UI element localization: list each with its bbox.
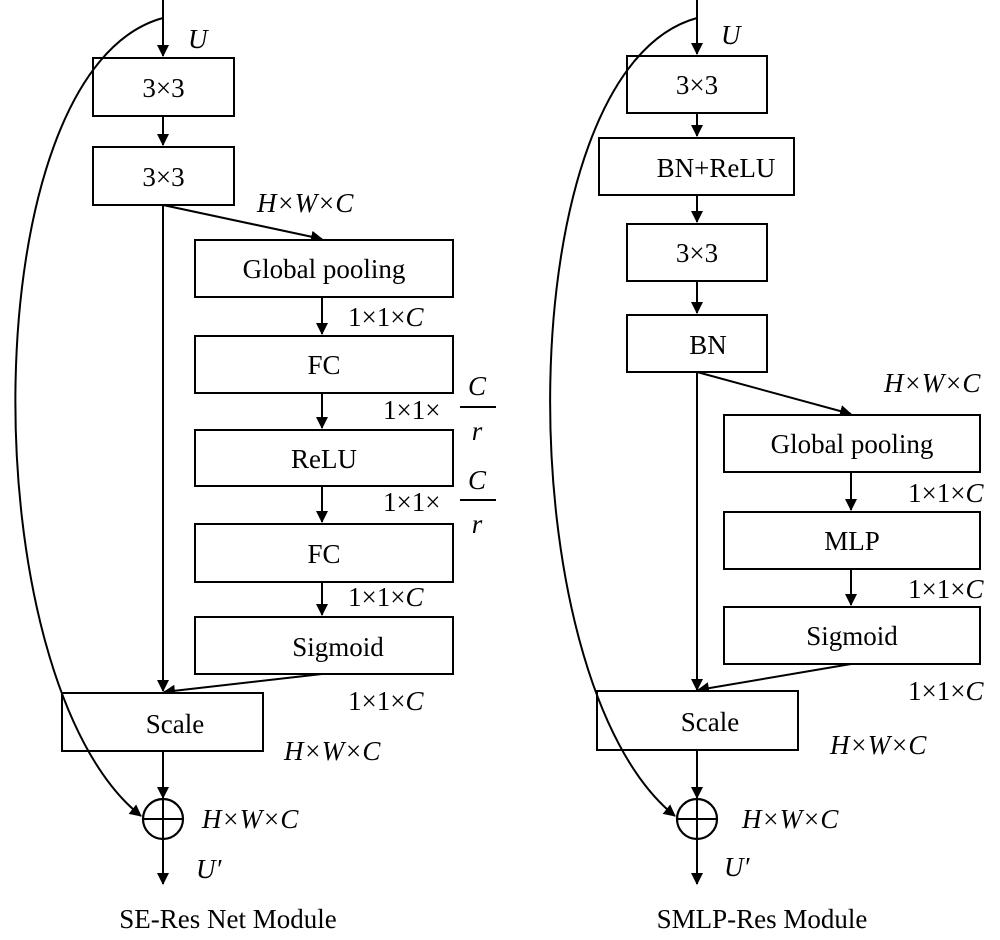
right-conv2-label: 3×3 (676, 238, 718, 268)
right-dim-after-sigmoid-prefix: 1×1× (908, 676, 965, 706)
right-conv2-box (626, 223, 768, 282)
right-pool-box (723, 414, 981, 473)
left-dim-after-scale: H×W×C (283, 736, 381, 766)
left-sigmoid-box (194, 616, 454, 675)
left-dim-after-pool-c: C (405, 302, 424, 332)
right-conv1-label: 3×3 (676, 70, 718, 100)
left-dim-after-pool-prefix: 1×1× (348, 302, 405, 332)
right-mlp-box (723, 511, 981, 570)
left-arrow-sigmoid-scale (163, 673, 323, 697)
left-conv2-label: 3×3 (142, 162, 184, 192)
left-dim-after-relu-den: r (472, 509, 483, 539)
left-conv1-label: 3×3 (142, 73, 184, 103)
left-relu-box (194, 429, 454, 487)
left-dim-after-fc2: 1×1×C (348, 582, 424, 612)
left-dim-after-relu-prefix: 1×1× (383, 487, 440, 517)
right-sigmoid-label: Sigmoid (806, 621, 898, 651)
left-pool-label: Global pooling (243, 254, 406, 284)
se-res-net-module: U 3×3 3×3 H×W×C Global pooling 1×1×C FC … (14, 0, 496, 934)
right-bnrelu-label: BN+ReLU (657, 153, 776, 183)
left-branch-arrow (162, 204, 323, 243)
right-dim-after-mlp-prefix: 1×1× (908, 574, 965, 604)
right-dim-after-bn: H×W×C (883, 368, 981, 398)
right-branch-arrow (696, 371, 852, 417)
right-dim-after-sum: H×W×C (741, 804, 839, 834)
left-fc2-label: FC (307, 539, 340, 569)
left-scale-label: Scale (146, 709, 204, 739)
right-output-label: U′ (724, 852, 750, 882)
right-dim-after-scale: H×W×C (829, 730, 927, 760)
left-dim-after-sigmoid: 1×1×C (348, 686, 424, 716)
left-input-label: U (188, 24, 209, 54)
left-dim-after-fc1-num: C (468, 371, 487, 401)
left-dim-after-sigmoid-prefix: 1×1× (348, 686, 405, 716)
right-skip-connection (549, 17, 698, 817)
smlp-res-module: U 3×3 BN+ReLU 3×3 BN H×W×C Global poolin… (549, 0, 984, 934)
left-relu-label: ReLU (291, 444, 357, 474)
right-scale-box (596, 690, 799, 751)
left-dim-after-fc1-den: r (472, 416, 483, 446)
right-dim-after-mlp-c: C (965, 574, 984, 604)
right-dim-after-pool-c: C (965, 478, 984, 508)
left-dim-after-sigmoid-c: C (405, 686, 424, 716)
right-conv1-box (626, 55, 768, 114)
left-dim-after-fc2-prefix: 1×1× (348, 582, 405, 612)
left-dim-after-relu-num: C (468, 465, 487, 495)
right-dim-after-sigmoid: 1×1×C (908, 676, 984, 706)
right-pool-label: Global pooling (771, 429, 934, 459)
left-fc1-label: FC (307, 350, 340, 380)
left-skip-connection (14, 17, 164, 817)
left-fc1-box (194, 335, 454, 394)
right-module-caption: SMLP-Res Module (657, 904, 868, 934)
right-dim-after-pool: 1×1×C (908, 478, 984, 508)
left-output-label: U′ (196, 854, 222, 884)
right-dim-after-mlp: 1×1×C (908, 574, 984, 604)
left-fc2-box (194, 523, 454, 583)
left-dim-after-conv: H×W×C (256, 188, 354, 218)
right-arrow-sigmoid-scale (697, 663, 852, 695)
left-sigmoid-label: Sigmoid (292, 632, 384, 662)
right-sigmoid-box (723, 606, 981, 665)
left-dim-after-fc2-c: C (405, 582, 424, 612)
right-bn-box (626, 314, 768, 373)
left-dim-after-sum: H×W×C (201, 804, 299, 834)
left-dim-after-pool: 1×1×C (348, 302, 424, 332)
right-dim-after-sigmoid-c: C (965, 676, 984, 706)
right-mlp-label: MLP (824, 526, 880, 556)
right-scale-label: Scale (681, 707, 739, 737)
right-bnrelu-box (598, 137, 795, 196)
left-dim-after-fc1-prefix: 1×1× (383, 395, 440, 425)
left-module-caption: SE-Res Net Module (119, 904, 336, 934)
right-bn-label: BN (689, 330, 727, 360)
right-dim-after-pool-prefix: 1×1× (908, 478, 965, 508)
right-input-label: U (721, 20, 742, 50)
left-pool-box (194, 239, 454, 298)
left-conv2-box (92, 146, 235, 206)
